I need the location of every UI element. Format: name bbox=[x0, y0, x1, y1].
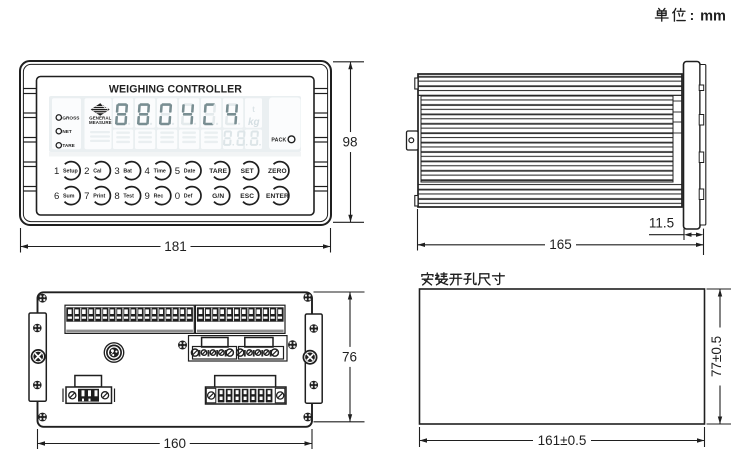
svg-text:9: 9 bbox=[145, 191, 150, 202]
svg-text::: : bbox=[690, 7, 695, 23]
svg-text:SET: SET bbox=[241, 168, 254, 175]
svg-text:kg: kg bbox=[248, 117, 260, 128]
svg-text:5: 5 bbox=[175, 166, 180, 177]
svg-text:2: 2 bbox=[84, 166, 89, 177]
svg-text:77±0.5: 77±0.5 bbox=[709, 336, 724, 377]
svg-text:Test: Test bbox=[123, 194, 134, 200]
svg-text:181: 181 bbox=[164, 239, 187, 254]
svg-text:Cal: Cal bbox=[93, 169, 102, 175]
svg-text:NET: NET bbox=[62, 129, 72, 134]
svg-text:ENTER: ENTER bbox=[266, 193, 289, 200]
svg-text:Time: Time bbox=[154, 169, 166, 175]
svg-text:ESC: ESC bbox=[240, 193, 254, 200]
svg-text:6: 6 bbox=[54, 191, 59, 202]
svg-text:4: 4 bbox=[145, 166, 151, 177]
svg-text:G/N: G/N bbox=[212, 193, 224, 200]
svg-text:TARE: TARE bbox=[62, 143, 74, 148]
svg-text:161±0.5: 161±0.5 bbox=[538, 433, 587, 448]
svg-text:98: 98 bbox=[342, 135, 357, 150]
svg-text:mm: mm bbox=[700, 9, 726, 25]
svg-text:WEIGHING CONTROLLER: WEIGHING CONTROLLER bbox=[109, 84, 242, 96]
svg-text:7: 7 bbox=[84, 191, 89, 202]
svg-text:0: 0 bbox=[175, 191, 180, 202]
svg-text:PACK: PACK bbox=[271, 137, 286, 143]
svg-text:160: 160 bbox=[163, 436, 186, 451]
svg-text:1: 1 bbox=[54, 166, 59, 177]
svg-text:165: 165 bbox=[549, 237, 572, 252]
svg-text:8: 8 bbox=[114, 191, 119, 202]
svg-text:Print: Print bbox=[93, 194, 105, 200]
svg-text:TARE: TARE bbox=[209, 168, 227, 175]
svg-text:Def: Def bbox=[184, 194, 193, 200]
svg-text:Date: Date bbox=[184, 169, 196, 175]
svg-text:GENERAL: GENERAL bbox=[89, 115, 111, 120]
svg-text:MEASURE: MEASURE bbox=[89, 120, 112, 125]
svg-text:ZERO: ZERO bbox=[268, 168, 287, 175]
svg-text:Setup: Setup bbox=[63, 169, 78, 175]
svg-text:3: 3 bbox=[114, 166, 119, 177]
svg-text:GROSS: GROSS bbox=[62, 115, 79, 120]
svg-text:t: t bbox=[252, 105, 255, 114]
svg-text:Sum: Sum bbox=[63, 194, 75, 200]
svg-text:76: 76 bbox=[342, 349, 357, 364]
svg-text:11.5: 11.5 bbox=[649, 216, 674, 231]
svg-text:Bat: Bat bbox=[123, 169, 132, 175]
svg-text:Rec: Rec bbox=[154, 194, 164, 200]
